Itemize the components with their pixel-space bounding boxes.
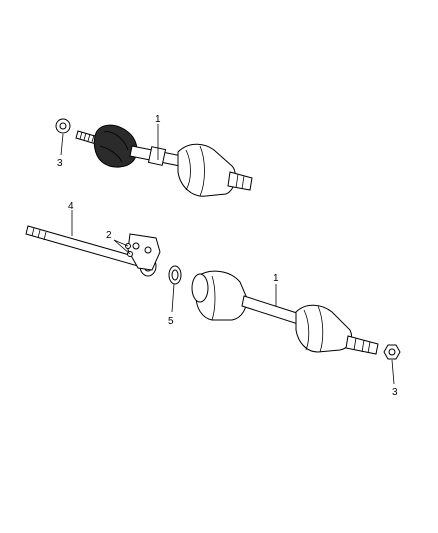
callout-top-nut: 3 <box>57 158 63 169</box>
top-damper-collar <box>147 146 167 166</box>
top-inner-cv-joint <box>93 124 138 168</box>
leader-lines <box>60 124 395 385</box>
bottom-shaft-bar <box>241 295 301 325</box>
callout-bottom-nut: 3 <box>392 387 398 398</box>
bottom-half-shaft-assembly <box>191 270 379 355</box>
seal-ring <box>168 265 182 285</box>
callout-bracket-bolts: 2 <box>106 230 112 241</box>
top-outer-stub <box>227 171 253 191</box>
callout-intermediate-shaft: 4 <box>68 201 74 212</box>
intermediate-shaft-bar <box>25 225 141 267</box>
top-half-shaft-assembly <box>75 124 253 197</box>
bottom-axle-nut <box>383 344 401 360</box>
bottom-inner-joint-housing <box>195 270 247 321</box>
top-axle-nut <box>55 118 71 134</box>
callout-top-shaft: 1 <box>155 114 161 125</box>
callout-seal-ring: 5 <box>168 316 174 327</box>
callout-bottom-shaft: 1 <box>273 273 279 284</box>
bottom-outer-boot <box>295 304 353 353</box>
intermediate-shaft-assembly <box>25 225 161 277</box>
